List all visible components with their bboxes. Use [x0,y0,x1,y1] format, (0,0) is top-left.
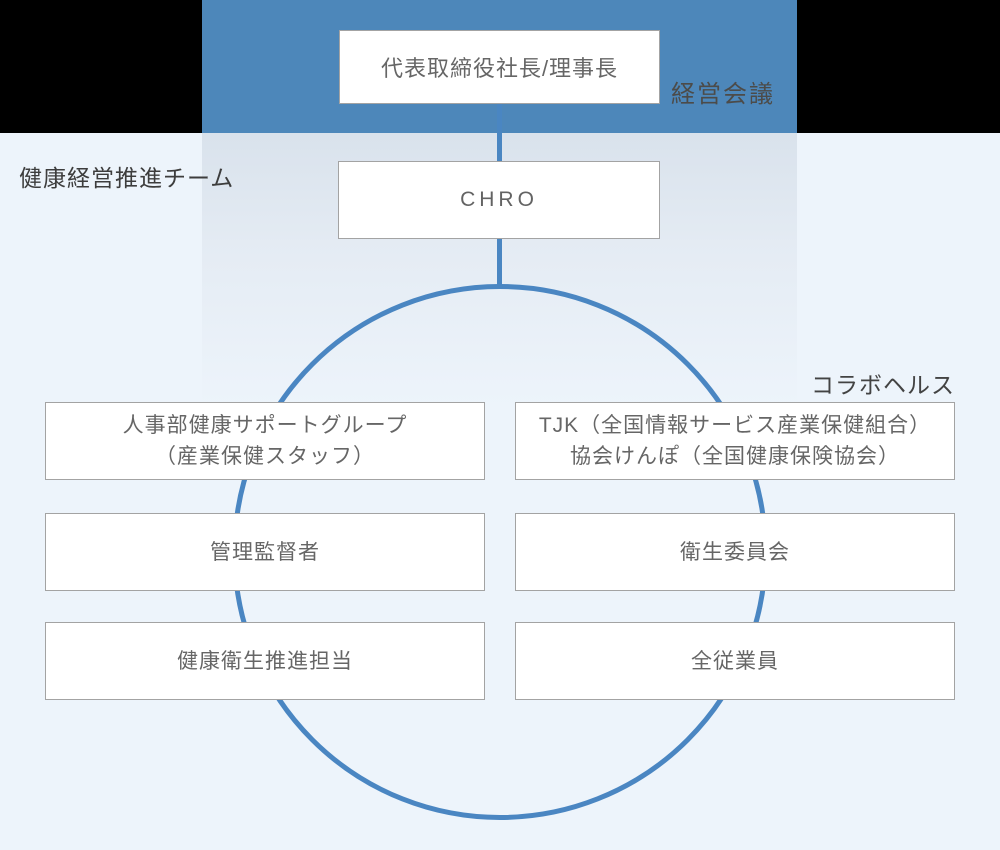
box-tjk-kyokai-kenpo: TJK（全国情報サービス産業保健組合） 協会けんぽ（全国健康保険協会） [515,402,955,480]
corner-mask-left [0,0,202,133]
box-supervisors: 管理監督者 [45,513,485,591]
box-all-employees: 全従業員 [515,622,955,700]
box-line: 全従業員 [691,649,779,673]
box-line: 人事部健康サポートグループ [122,414,408,437]
connector-president-chro [497,104,502,162]
node-president-label: 代表取締役社長/理事長 [380,56,619,81]
node-chro-label: CHRO [460,188,538,211]
node-chro: CHRO [338,161,660,239]
corner-mask-right [797,0,1000,133]
box-line: 管理監督者 [210,540,320,564]
box-hr-health-support-group: 人事部健康サポートグループ （産業保健スタッフ） [45,402,485,480]
box-line: 衛生委員会 [680,540,790,564]
box-line: （産業保健スタッフ） [155,445,375,468]
node-president: 代表取締役社長/理事長 [339,30,660,104]
label-collabo-health: コラボヘルス [811,372,955,398]
label-management-meeting: 経営会議 [671,81,775,108]
connector-chro-circle [497,239,502,287]
label-health-promotion-team: 健康経営推進チーム [19,165,235,191]
box-health-hygiene-promoter: 健康衛生推進担当 [45,622,485,700]
box-line: TJK（全国情報サービス産業保健組合） [538,414,932,437]
box-health-committee: 衛生委員会 [515,513,955,591]
box-line: 協会けんぽ（全国健康保険協会） [570,445,900,468]
box-line: 健康衛生推進担当 [177,649,353,673]
